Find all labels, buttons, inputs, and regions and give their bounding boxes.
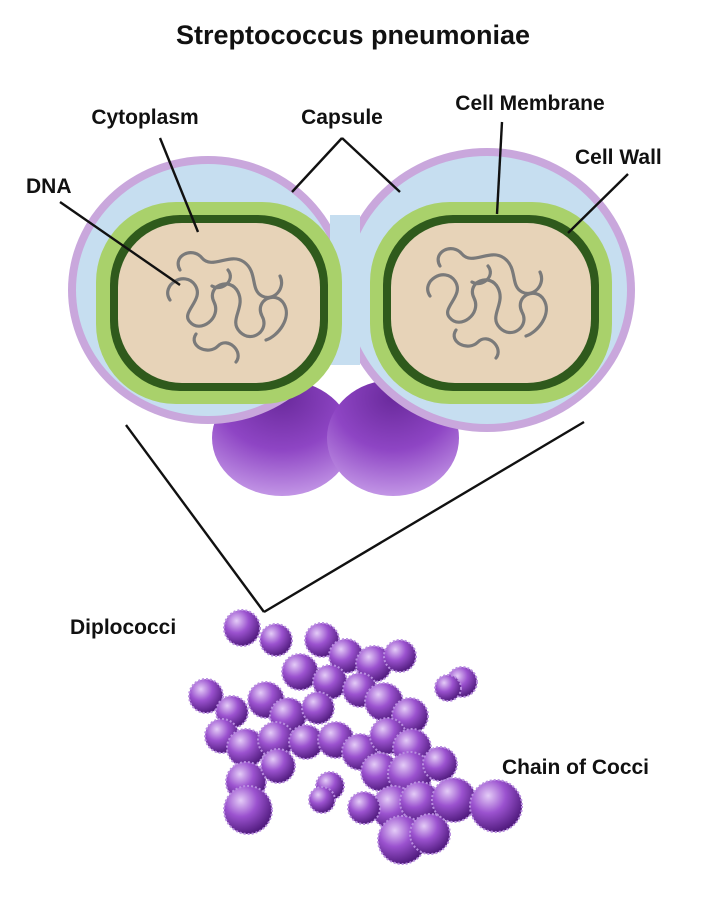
leader-cell-wall [567, 173, 629, 234]
label-dna: DNA [26, 175, 72, 198]
coccus [383, 639, 417, 673]
diagram-title: Streptococcus pneumoniae [176, 20, 530, 50]
coccus [281, 653, 319, 691]
leader-dna [59, 201, 181, 286]
coccus [188, 678, 224, 714]
cocci-cluster [188, 609, 523, 865]
dna-left [166, 251, 288, 364]
leader-capsule-left [291, 137, 343, 193]
coccus [259, 623, 293, 657]
dna-right [426, 247, 548, 360]
coccus [347, 791, 381, 825]
leader-cell-membrane [495, 121, 504, 215]
coccus [288, 724, 324, 760]
leader-capsule-right [341, 137, 401, 193]
leader-lines [59, 121, 629, 614]
coccus [301, 691, 335, 725]
coccus [431, 777, 477, 823]
coccus [469, 779, 523, 833]
coccus [223, 609, 261, 647]
coccus [223, 785, 273, 835]
cytoplasm-right [391, 223, 591, 383]
coccus [308, 786, 336, 814]
cytoplasm-left [118, 223, 320, 383]
bracket-left [125, 424, 265, 613]
left-cell [96, 202, 342, 404]
label-cell-membrane: Cell Membrane [455, 92, 604, 115]
leader-cytoplasm [158, 137, 200, 233]
label-capsule: Capsule [301, 106, 383, 129]
coccus [409, 813, 451, 855]
label-diplococci: Diplococci [70, 616, 176, 639]
coccus [434, 674, 462, 702]
right-cell [370, 202, 612, 404]
label-chain-of-cocci: Chain of Cocci [502, 756, 649, 779]
coccus [422, 746, 458, 782]
coccus [260, 748, 296, 784]
label-cell-wall: Cell Wall [575, 146, 662, 169]
bracket-right [263, 420, 585, 614]
label-cytoplasm: Cytoplasm [91, 106, 198, 129]
